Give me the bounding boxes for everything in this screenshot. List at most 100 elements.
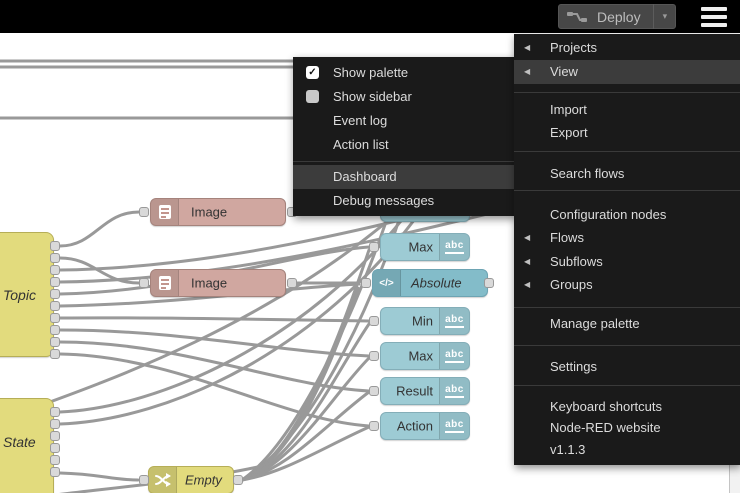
text-widget-icon: abc [439,343,469,369]
max-2-input-port[interactable] [369,351,379,361]
menu-item-subflows[interactable]: ◀ Subflows [514,250,740,274]
text-widget-icon: abc [439,234,469,260]
node-topic[interactable]: Topic [0,232,54,357]
node-absolute-label: Absolute [411,275,462,291]
menu-item-search-flows[interactable]: Search flows [514,162,740,186]
node-image-2[interactable]: Image [150,269,286,297]
topic-output-port[interactable] [50,253,60,263]
menu-item-label: Action list [333,137,389,152]
menu-item-keyboard-shortcuts[interactable]: Keyboard shortcuts [514,395,740,419]
node-action[interactable]: Action abc [380,412,470,440]
menu-item-settings[interactable]: Settings [514,355,740,379]
node-absolute[interactable]: </> Absolute [372,269,488,297]
menu-item-node-red-website[interactable]: Node-RED website [514,416,740,440]
menu-item-groups[interactable]: ◀ Groups [514,273,740,297]
menu-item-projects[interactable]: ◀ Projects [514,36,740,60]
image-2-output-port[interactable] [287,278,297,288]
topic-output-port[interactable] [50,289,60,299]
deploy-caret-icon[interactable]: ▾ [652,4,667,29]
topic-output-port[interactable] [50,337,60,347]
menu-item-show-palette[interactable]: ✓ Show palette [293,61,516,85]
topic-output-port[interactable] [50,241,60,251]
header-bar: Deploy ▾ [0,0,740,33]
topic-output-port[interactable] [50,313,60,323]
menu-item-label: Manage palette [550,316,640,331]
node-min[interactable]: Min abc [380,307,470,335]
menu-item-configuration-nodes[interactable]: Configuration nodes [514,203,740,227]
menu-item-action-list[interactable]: Action list [293,133,516,157]
menu-item-label: Show sidebar [333,89,412,104]
state-output-port[interactable] [50,455,60,465]
node-state-label: State [3,434,36,451]
absolute-input-port[interactable] [361,278,371,288]
menu-item-label: Import [550,102,587,117]
image-2-input-port[interactable] [139,278,149,288]
text-widget-icon: abc [439,308,469,334]
menu-item-import[interactable]: Import [514,98,740,122]
node-max-1[interactable]: Max abc [380,233,470,261]
menu-item-dashboard[interactable]: Dashboard [293,165,516,189]
max-1-input-port[interactable] [369,242,379,252]
menu-item-label: Dashboard [333,169,397,184]
node-state[interactable]: State [0,398,54,493]
canvas-gutter [730,465,740,493]
menu-item-view[interactable]: ◀ View [514,60,740,84]
deploy-button[interactable]: Deploy ▾ [558,4,676,29]
node-result[interactable]: Result abc [380,377,470,405]
menu-item-label: Search flows [550,166,625,181]
node-max-1-label: Max [408,239,433,255]
menu-item-label: Debug messages [333,193,435,208]
topic-output-port[interactable] [50,265,60,275]
node-max-2-label: Max [408,348,433,364]
node-max-2[interactable]: Max abc [380,342,470,370]
node-empty[interactable]: Empty [148,466,234,493]
submenu-arrow-icon: ◀ [524,257,531,266]
main-menu: ◀ Projects ◀ View Import Export Search f… [514,34,740,465]
deploy-icon [567,11,587,22]
min-input-port[interactable] [369,316,379,326]
checkbox-checked-icon[interactable]: ✓ [306,66,319,79]
menu-item-event-log[interactable]: Event log [293,109,516,133]
checkbox-unchecked-icon[interactable] [306,90,319,103]
empty-output-port[interactable] [233,475,243,485]
topic-output-port[interactable] [50,277,60,287]
node-image-1-label: Image [191,204,228,220]
topic-output-port[interactable] [50,325,60,335]
submenu-arrow-icon: ◀ [524,280,531,289]
menu-item-label: Keyboard shortcuts [550,399,663,414]
text-widget-icon: abc [439,413,469,439]
menu-item-debug-messages[interactable]: Debug messages [293,189,516,213]
node-image-1[interactable]: Image [150,198,286,226]
action-input-port[interactable] [369,421,379,431]
menu-item-manage-palette[interactable]: Manage palette [514,312,740,336]
menu-separator [514,345,740,346]
image-1-input-port[interactable] [139,207,149,217]
menu-item-label: Node-RED website [550,420,661,435]
menu-item-label: Groups [550,277,593,292]
template-icon: </> [373,270,401,296]
result-input-port[interactable] [369,386,379,396]
canvas-edge-line [729,465,730,493]
image-icon [151,270,179,296]
menu-separator [514,151,740,152]
menu-item-label: Subflows [550,254,603,269]
state-output-port[interactable] [50,467,60,477]
state-output-port[interactable] [50,419,60,429]
topic-output-port[interactable] [50,349,60,359]
menu-item-flows[interactable]: ◀ Flows [514,226,740,250]
state-output-port[interactable] [50,407,60,417]
empty-input-port[interactable] [139,475,149,485]
menu-item-export[interactable]: Export [514,121,740,145]
menu-item-label: Export [550,125,588,140]
menu-separator [514,385,740,386]
hamburger-menu-icon[interactable] [701,7,727,27]
absolute-output-port[interactable] [484,278,494,288]
switch-icon [149,467,177,493]
state-output-port[interactable] [50,443,60,453]
menu-separator [293,161,516,162]
menu-item-show-sidebar[interactable]: Show sidebar [293,85,516,109]
node-empty-label: Empty [185,472,222,488]
topic-output-port[interactable] [50,301,60,311]
state-output-port[interactable] [50,431,60,441]
